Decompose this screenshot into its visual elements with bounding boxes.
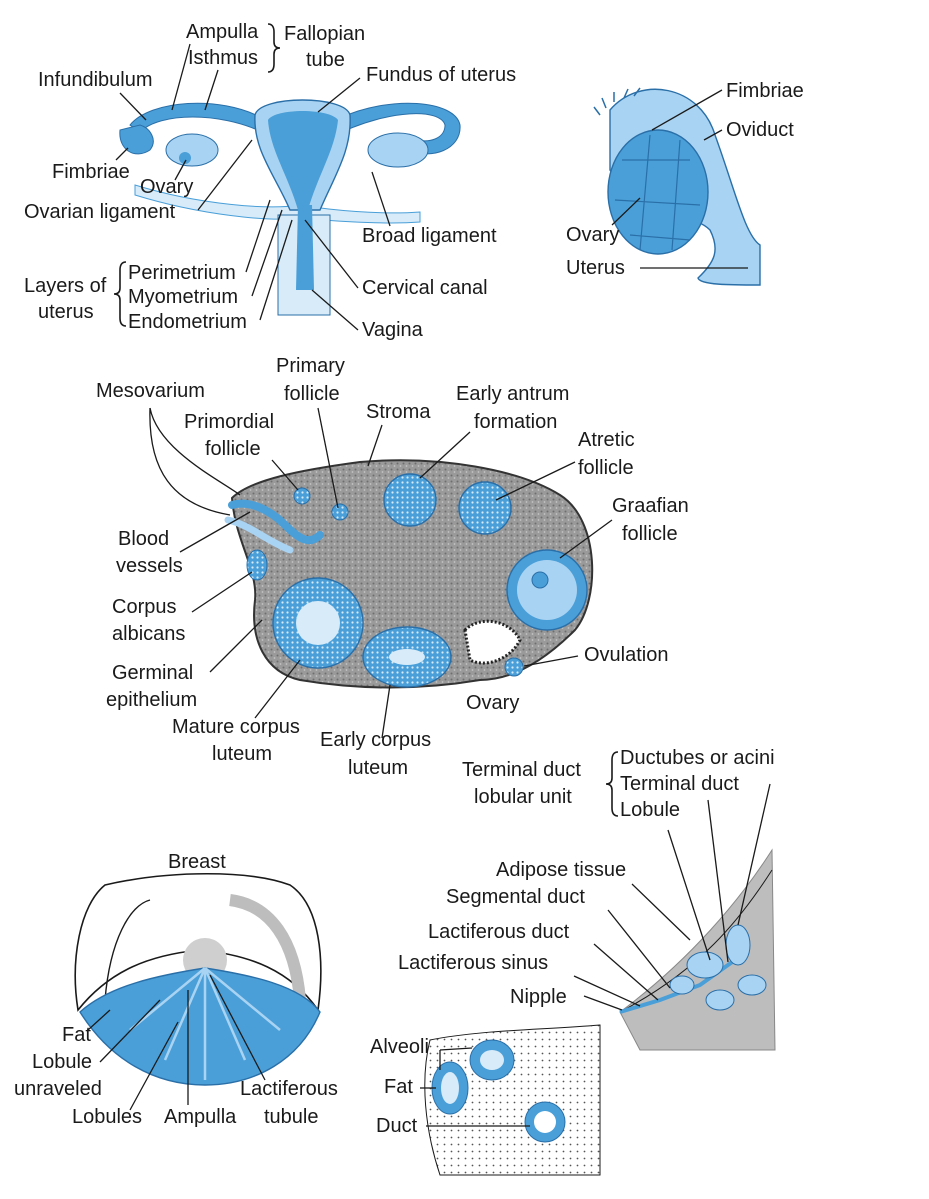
fallopian-brace [267, 23, 281, 73]
label-atretic: Atretic [578, 429, 635, 451]
label-ov-ovary: Ovary [566, 224, 619, 246]
label-myometrium: Myometrium [128, 286, 238, 308]
label-graafian-follicle: follicle [622, 523, 678, 545]
label-ampulla-b: Ampulla [164, 1106, 237, 1128]
label-ampulla: Ampulla [186, 21, 259, 43]
label-ov-oviduct: Oviduct [726, 119, 794, 141]
label-nipple: Nipple [510, 986, 567, 1008]
ovary-cross-section [224, 459, 594, 689]
label-broad-ligament: Broad ligament [362, 225, 497, 247]
label-blood: Blood [118, 528, 169, 550]
label-ductubes: Ductubes or acini [620, 747, 775, 769]
label-fallopian: Fallopian [284, 23, 365, 45]
label-lobular-unit: lobular unit [474, 786, 572, 808]
label-breast: Breast [168, 851, 226, 873]
label-ovarian-ligament: Ovarian ligament [24, 201, 176, 223]
label-lactiferous-duct: Lactiferous duct [428, 921, 570, 943]
label-cervical-canal: Cervical canal [362, 277, 488, 299]
label-ovulation: Ovulation [584, 644, 669, 666]
tdlu-brace [605, 751, 619, 817]
label-primary: Primary [276, 355, 345, 377]
duct-top-labels: Terminal duct lobular unit Ductubes or a… [462, 747, 775, 821]
label-ovary-b: Ovary [466, 692, 519, 714]
label-luteum-a: luteum [212, 743, 272, 765]
label-early-antrum: Early antrum [456, 383, 569, 405]
label-luteum-b: luteum [348, 757, 408, 779]
alveoli-labels: Alveoli Fat Duct [370, 1036, 530, 1137]
label-layers-of: Layers of [24, 275, 107, 297]
label-isthmus: Isthmus [188, 47, 258, 69]
breast-duct-illustration [619, 848, 776, 1051]
label-mature-corpus: Mature corpus [172, 716, 300, 738]
label-unraveled: unraveled [14, 1078, 102, 1100]
alveoli-illustration [424, 1024, 601, 1176]
label-tube: tube [306, 49, 345, 71]
label-vagina: Vagina [362, 319, 424, 341]
label-albicans: albicans [112, 623, 185, 645]
ovary-labels: Primary follicle Mesovarium Primordial f… [96, 355, 689, 779]
label-adipose: Adipose tissue [496, 859, 626, 881]
oviduct-labels: Fimbriae Oviduct Ovary Uterus [566, 80, 804, 279]
label-ovary: Ovary [140, 176, 193, 198]
breast-labels: Breast Fat Lobule unraveled Lobules Ampu… [14, 851, 338, 1128]
label-uterus: uterus [38, 301, 94, 323]
label-fimbriae: Fimbriae [52, 161, 130, 183]
label-segmental: Segmental duct [446, 886, 585, 908]
label-ov-fimbriae: Fimbriae [726, 80, 804, 102]
label-primary-follicle: follicle [284, 383, 340, 405]
label-lactiferous: Lactiferous [240, 1078, 338, 1100]
layers-brace [113, 261, 127, 327]
label-endometrium: Endometrium [128, 311, 247, 333]
label-graafian: Graafian [612, 495, 689, 517]
duct-labels: Adipose tissue Segmental duct Lactiferou… [398, 783, 771, 1011]
label-terminal-duct: Terminal duct [462, 759, 581, 781]
label-fat: Fat [62, 1024, 91, 1046]
label-atretic-follicle: follicle [578, 457, 634, 479]
label-fat-b: Fat [384, 1076, 413, 1098]
oviduct-illustration [593, 87, 761, 286]
label-germinal: Germinal [112, 662, 193, 684]
label-mesovarium: Mesovarium [96, 380, 205, 402]
label-lactiferous-sinus: Lactiferous sinus [398, 952, 548, 974]
label-infundibulum: Infundibulum [38, 69, 153, 91]
label-tubule: tubule [264, 1106, 319, 1128]
label-primordial-follicle: follicle [205, 438, 261, 460]
label-primordial: Primordial [184, 411, 274, 433]
label-duct: Duct [376, 1115, 418, 1137]
label-fundus: Fundus of uterus [366, 64, 516, 86]
label-terminal-duct-b: Terminal duct [620, 773, 739, 795]
label-lobule-b: Lobule [32, 1051, 92, 1073]
uterus-labels: Ampulla Isthmus Fallopian tube Infundibu… [24, 21, 516, 341]
breast-section [74, 872, 322, 1086]
label-vessels: vessels [116, 555, 183, 577]
label-formation: formation [474, 411, 557, 433]
label-corpus: Corpus [112, 596, 176, 618]
label-stroma: Stroma [366, 401, 431, 423]
label-early-corpus: Early corpus [320, 729, 431, 751]
label-perimetrium: Perimetrium [128, 262, 236, 284]
uterus-illustration [119, 99, 461, 316]
label-ov-uterus: Uterus [566, 257, 625, 279]
label-lobule: Lobule [620, 799, 680, 821]
label-epithelium: epithelium [106, 689, 197, 711]
label-lobules: Lobules [72, 1106, 142, 1128]
label-alveoli: Alveoli [370, 1036, 429, 1058]
